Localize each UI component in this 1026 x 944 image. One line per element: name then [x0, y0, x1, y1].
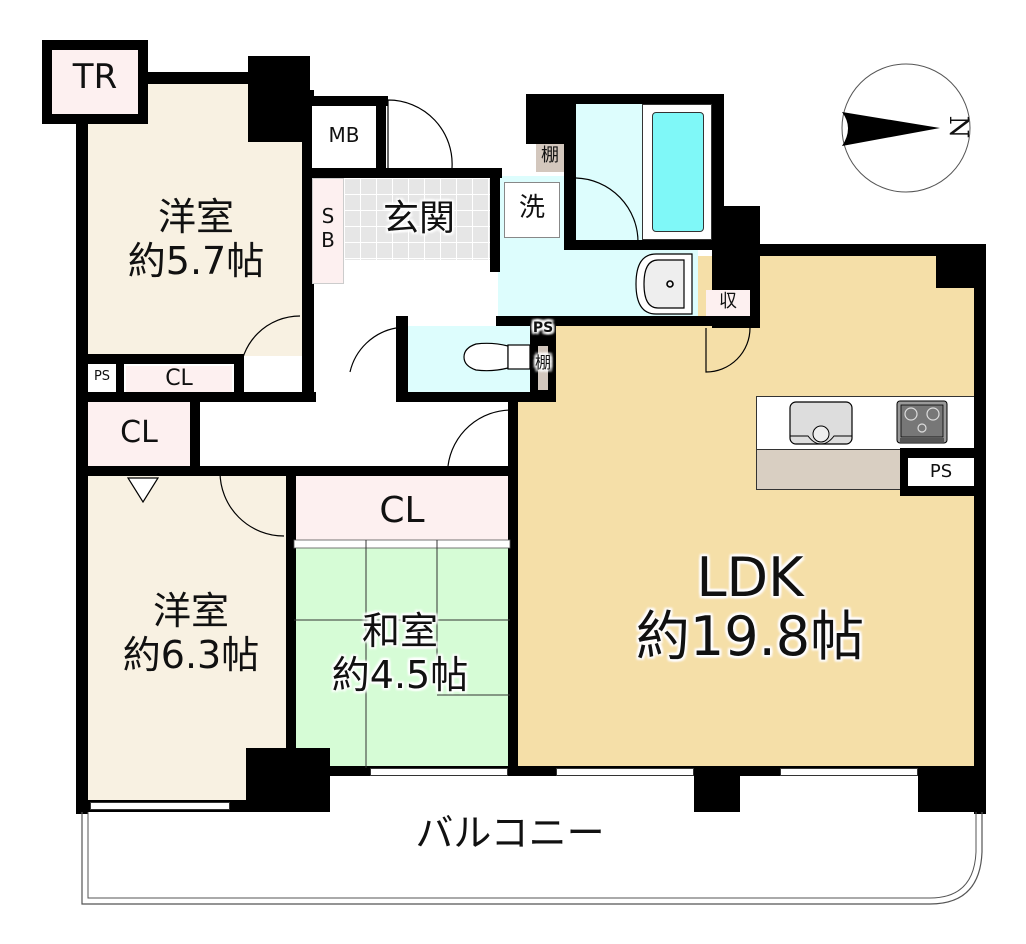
wall	[918, 766, 986, 812]
wall	[496, 316, 760, 326]
triangle-marker-icon	[126, 477, 160, 504]
wall	[396, 392, 556, 402]
wall	[712, 94, 724, 210]
ps-toilet-label: PS	[532, 320, 554, 336]
sb-label: SB	[321, 204, 335, 252]
wall	[140, 72, 260, 84]
bathtub-icon	[652, 112, 704, 232]
sb-box	[312, 178, 344, 284]
ldk-room-upper	[750, 256, 950, 320]
mb-box	[312, 106, 376, 168]
wall	[490, 168, 500, 272]
window	[90, 802, 230, 810]
wall	[396, 316, 408, 402]
balcony-label: バルコニー	[415, 811, 605, 855]
wall	[234, 354, 244, 402]
wall	[756, 244, 986, 256]
wall	[76, 354, 240, 364]
stove-icon	[896, 400, 948, 444]
window	[556, 768, 694, 776]
japanese-room-label: 和室約4.5帖	[331, 609, 469, 697]
tr-label: TR	[72, 57, 118, 97]
tr-box	[52, 50, 138, 114]
cl-small-label: CL	[165, 366, 193, 391]
tatami-lines	[293, 539, 511, 768]
storage-ldk-label: 収	[719, 291, 737, 312]
cl-mid-label: CL	[120, 415, 158, 450]
wall	[508, 402, 518, 774]
wall	[694, 766, 740, 812]
washing-machine-space	[504, 182, 560, 238]
ps-kitchen-label: PS	[929, 461, 953, 482]
japanese-room	[294, 540, 510, 768]
washing-label: 洗	[518, 193, 545, 223]
window	[780, 768, 918, 776]
cl-japanese-label: CL	[379, 490, 425, 531]
wall	[302, 96, 388, 106]
wall	[286, 466, 518, 476]
wall	[76, 466, 296, 476]
wall	[526, 94, 722, 104]
window	[370, 768, 508, 776]
wall	[248, 56, 310, 142]
wall	[190, 396, 200, 470]
shelf-wash-label: 棚	[541, 145, 559, 166]
western-room-1-label: 洋室約5.7帖	[127, 195, 265, 283]
wall	[76, 84, 88, 814]
kitchen-sink-icon	[789, 401, 853, 445]
toilet-icon	[463, 342, 531, 372]
wall	[302, 90, 314, 396]
shelf-wash	[536, 144, 564, 172]
wall	[564, 100, 576, 250]
compass-north-label: N	[942, 115, 973, 139]
wall	[376, 100, 386, 174]
ps-kitchen-box	[908, 458, 974, 486]
wall	[302, 168, 502, 178]
entrance-tile	[344, 178, 492, 260]
wall	[508, 766, 978, 776]
ldk-room	[516, 256, 976, 768]
ps-small-label: PS	[93, 369, 111, 384]
wall	[116, 360, 124, 396]
wall	[286, 466, 296, 806]
cl-mid-box	[88, 402, 190, 466]
wall	[974, 244, 986, 814]
compass-icon	[841, 63, 971, 193]
shelf-toilet	[538, 346, 548, 390]
cl-small-box	[126, 366, 232, 392]
wall	[936, 244, 976, 288]
storage-ldk-box	[706, 290, 750, 316]
north-arrow-icon	[842, 112, 940, 146]
ps-small-box	[88, 364, 116, 392]
entrance-label: 玄関	[382, 198, 455, 239]
wash-basin-icon	[635, 253, 693, 315]
shelf-toilet-label: 棚	[534, 353, 551, 372]
mb-label: MB	[328, 123, 360, 147]
western-room-2-label: 洋室約6.3帖	[122, 589, 260, 677]
wall	[564, 240, 724, 250]
cl-japanese-box	[296, 476, 508, 540]
